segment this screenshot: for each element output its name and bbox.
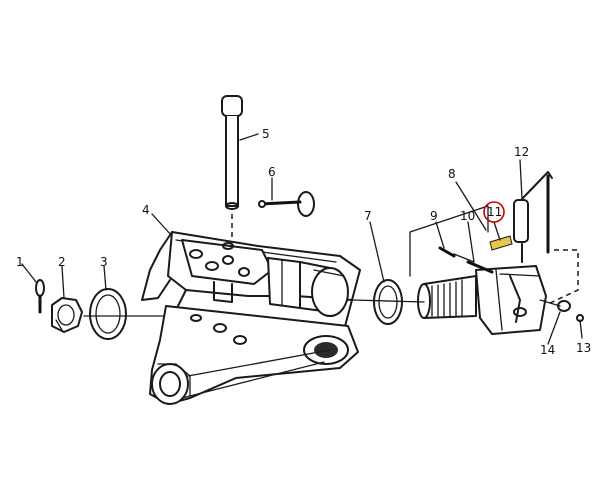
part-14-bolt xyxy=(539,299,571,312)
axis-line-right xyxy=(351,299,425,303)
callout-11: 11 xyxy=(487,205,502,219)
highlight-circle xyxy=(483,201,505,223)
leader-8-diagonal xyxy=(455,181,487,231)
leader-lines xyxy=(21,133,583,345)
part-2-nut xyxy=(51,297,83,333)
part-7-ring xyxy=(373,279,403,325)
part-3-washer xyxy=(89,288,127,340)
part-9-pin xyxy=(438,246,475,263)
callout-13: 13 xyxy=(576,341,591,355)
callout-3: 3 xyxy=(100,255,108,269)
callout-9: 9 xyxy=(430,209,438,223)
callout-14: 14 xyxy=(540,343,555,357)
clevis-assembly xyxy=(417,265,547,335)
part-10-pin xyxy=(466,260,494,274)
callout-6: 6 xyxy=(268,165,276,179)
callout-7: 7 xyxy=(364,209,372,223)
callout-8: 8 xyxy=(448,167,456,181)
callout-4: 4 xyxy=(142,203,150,217)
part-11-key xyxy=(489,235,513,251)
callout-5: 5 xyxy=(262,127,270,141)
callout-2: 2 xyxy=(58,255,66,269)
part-1-pin xyxy=(35,279,45,314)
callout-1: 1 xyxy=(16,255,24,269)
part-6-ring-pin xyxy=(258,191,315,217)
callout-12: 12 xyxy=(514,145,529,159)
part-12-lynch-pin xyxy=(513,171,579,305)
part-4-bracket xyxy=(141,231,361,405)
part-5-pin xyxy=(221,95,243,240)
callout-10: 10 xyxy=(460,209,475,223)
